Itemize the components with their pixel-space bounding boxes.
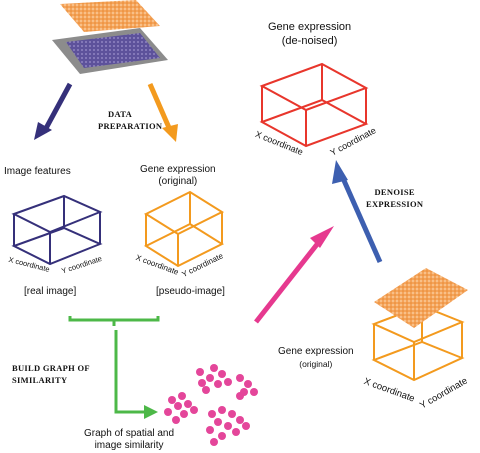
- green-arrow-head: [144, 405, 158, 419]
- arrow-graph-to-denoise: [254, 226, 334, 324]
- gene-expression-original-bottom-label: Gene expression (original): [278, 346, 354, 369]
- gene-expression-box-top: [143, 190, 225, 268]
- build-graph-label: BUILD GRAPH OF SIMILARITY: [12, 363, 90, 385]
- gene-expression-denoised-label: Gene expression (de-noised): [268, 21, 352, 47]
- arrow-to-gene-expression: [147, 83, 178, 142]
- arrow-denoise: [332, 160, 383, 264]
- tissue-slide-image: [52, 28, 168, 74]
- image-features-box: [11, 194, 103, 266]
- real-image-label: [real image]: [24, 286, 77, 297]
- arrow-to-image-features: [34, 82, 73, 140]
- expression-texture-top: [60, 0, 160, 32]
- gene-expression-denoised-box: [259, 62, 369, 148]
- image-features-label: Image features: [4, 166, 71, 177]
- data-preparation-label: DATA PREPARATION: [98, 109, 163, 131]
- build-graph-connector: [68, 316, 160, 414]
- denoise-expression-label: DENOISE EXPRESSION: [366, 187, 424, 209]
- gene-expression-original-top-label: Gene expression (original): [140, 164, 216, 187]
- pseudo-image-label: [pseudo-image]: [156, 286, 225, 297]
- similarity-graph-dots: [164, 364, 258, 446]
- expression-texture-bottom: [374, 268, 468, 328]
- graph-caption-label: Graph of spatial and image similarity: [84, 428, 175, 451]
